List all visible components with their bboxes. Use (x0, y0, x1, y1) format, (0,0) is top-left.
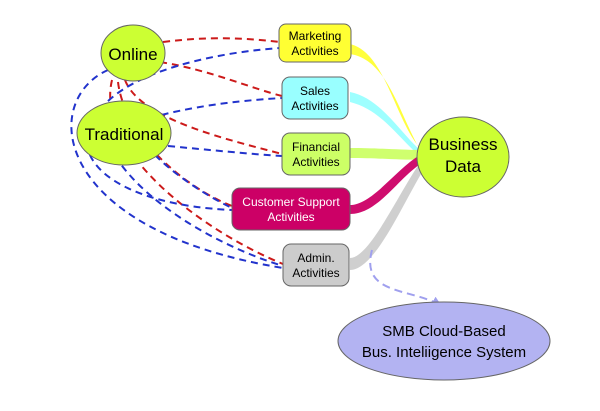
admin-line1: Admin. (297, 251, 334, 265)
node-traditional: Traditional (76, 100, 172, 166)
traditional-ellipse (76, 100, 172, 166)
sales-box (281, 76, 349, 120)
traditional-links (70, 47, 284, 269)
financial-line2: Activities (292, 155, 339, 169)
business-data-ellipse (416, 116, 510, 198)
arrow-to-smb-system (369, 249, 442, 306)
link-traditional-support (154, 154, 233, 209)
link-traditional-marketing (99, 47, 281, 111)
node-sales: Sales Activities (281, 76, 349, 120)
node-marketing: Marketing Activities (278, 23, 352, 63)
node-support: Customer Support Activities (231, 187, 351, 231)
smb-system-line2: Bus. Inteliigence System (362, 344, 526, 361)
support-line1: Customer Support (242, 195, 340, 209)
node-online: Online (100, 24, 166, 82)
online-ellipse (100, 24, 166, 82)
link-online-marketing (162, 37, 281, 43)
node-business-data: Business Data (416, 116, 510, 198)
sales-line2: Activities (291, 99, 338, 113)
link-traditional-financial (167, 145, 283, 157)
smb-system-ellipse (337, 301, 551, 381)
link-traditional-admin (114, 155, 284, 267)
support-line2: Activities (267, 210, 314, 224)
traditional-label: Traditional (85, 125, 164, 144)
flow-admin (350, 160, 426, 270)
node-smb-system: SMB Cloud-Based Bus. Inteliigence System (337, 301, 551, 381)
link-online-traditional-loop (70, 69, 284, 269)
marketing-box (278, 23, 352, 63)
node-admin: Admin. Activities (282, 243, 350, 287)
flows-to-business-data (350, 44, 426, 270)
link-loop-support (85, 109, 233, 211)
link-traditional-sales (149, 97, 283, 119)
business-data-line1: Business (429, 135, 498, 154)
admin-line2: Activities (292, 266, 339, 280)
flow-marketing (350, 44, 425, 158)
link-online-sales (159, 61, 283, 97)
financial-line1: Financial (292, 140, 340, 154)
flow-sales (350, 92, 424, 160)
smb-system-line1: SMB Cloud-Based (382, 323, 505, 340)
support-box (231, 187, 351, 231)
business-data-line2: Data (445, 157, 481, 176)
node-financial: Financial Activities (281, 132, 351, 176)
sales-line1: Sales (300, 84, 330, 98)
marketing-line1: Marketing (289, 29, 342, 43)
financial-box (281, 132, 351, 176)
admin-box (282, 243, 350, 287)
link-online-financial (124, 79, 283, 155)
flow-financial (350, 148, 420, 160)
marketing-line2: Activities (291, 44, 338, 58)
flow-support (350, 155, 422, 214)
online-label: Online (108, 45, 157, 64)
